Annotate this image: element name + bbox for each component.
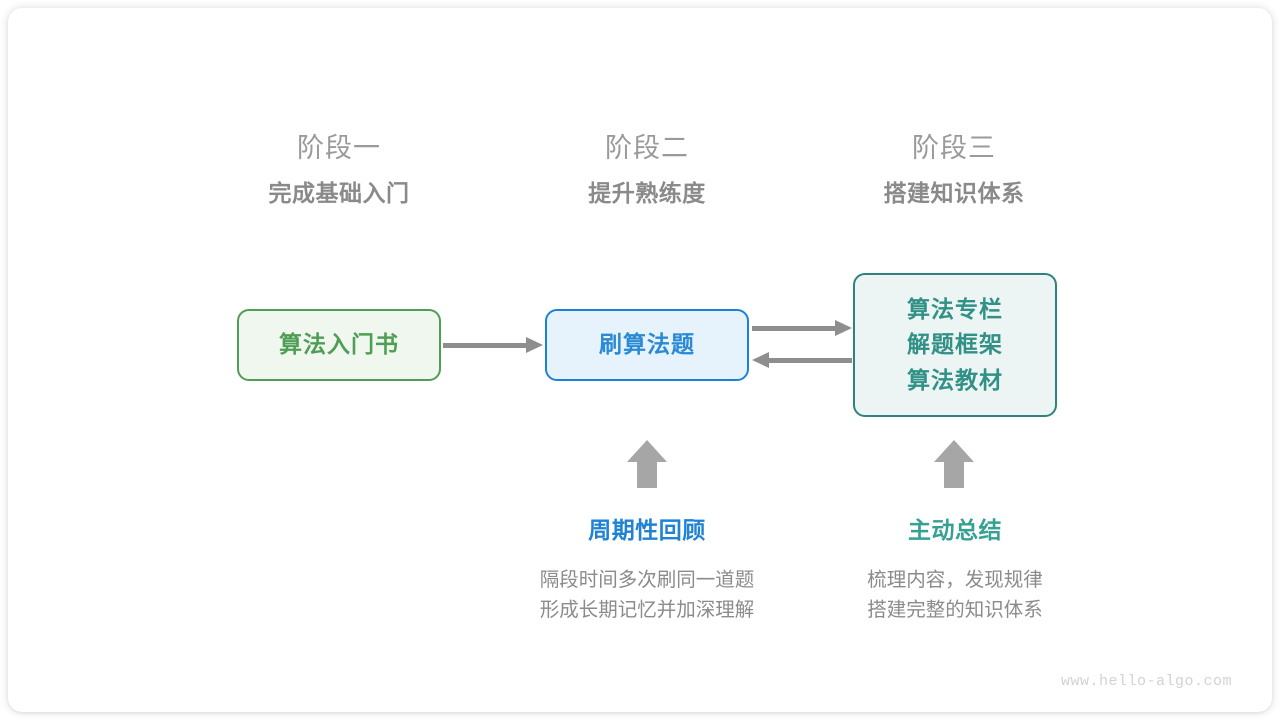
- note-description-line-2: 搭建完整的知识体系: [867, 598, 1043, 621]
- arrow-shaft: [637, 461, 657, 488]
- arrow-head: [627, 440, 667, 462]
- stage-title-1: 完成基础入门: [268, 180, 410, 206]
- arrow-head: [752, 352, 769, 368]
- note-periodic-review-description: 隔段时间多次刷同一道题 形成长期记忆并加深理解: [487, 566, 807, 625]
- stage-header-2: 阶段二 提升熟练度: [517, 135, 777, 205]
- note-description-line-2: 形成长期记忆并加深理解: [539, 598, 755, 621]
- arrow-head: [526, 337, 543, 353]
- note-periodic-review: 周期性回顾 隔段时间多次刷同一道题 形成长期记忆并加深理解: [487, 519, 807, 625]
- note-periodic-review-title: 周期性回顾: [588, 517, 706, 543]
- arrow-up-review-icon: [627, 440, 667, 488]
- note-active-summary: 主动总结 梳理内容，发现规律 搭建完整的知识体系: [795, 519, 1115, 625]
- arrow-shaft: [765, 358, 852, 363]
- node-practice-problems: 刷算法题: [545, 309, 749, 381]
- arrow-shaft: [752, 326, 839, 331]
- stage-name-1: 阶段一: [297, 133, 381, 163]
- note-description-line-1: 梳理内容，发现规律: [867, 569, 1043, 591]
- note-active-summary-description: 梳理内容，发现规律 搭建完整的知识体系: [795, 566, 1115, 625]
- node-algorithm-book-label: 算法入门书: [279, 331, 399, 358]
- node-knowledge-line-3: 算法教材: [907, 366, 1003, 393]
- note-active-summary-title: 主动总结: [908, 517, 1002, 543]
- arrow-up-summary-icon: [934, 440, 974, 488]
- stage-header-1: 阶段一 完成基础入门: [209, 135, 469, 205]
- arrow-shaft: [944, 461, 964, 488]
- arrow-left-knowledge-to-practice-icon: [752, 352, 852, 368]
- node-knowledge-line-1: 算法专栏: [907, 295, 1003, 322]
- node-practice-problems-label: 刷算法题: [599, 331, 695, 358]
- note-description-line-1: 隔段时间多次刷同一道题: [539, 569, 755, 591]
- node-knowledge-system: 算法专栏 解题框架 算法教材: [853, 273, 1057, 417]
- stage-title-2: 提升熟练度: [588, 180, 706, 206]
- stage-name-2: 阶段二: [605, 133, 689, 163]
- arrow-right-book-to-practice-icon: [443, 337, 543, 353]
- watermark: www.hello-algo.com: [1060, 673, 1232, 690]
- stage-header-3: 阶段三 搭建知识体系: [824, 135, 1084, 205]
- stage-title-3: 搭建知识体系: [883, 180, 1025, 206]
- arrow-shaft: [443, 343, 530, 348]
- arrow-head: [934, 440, 974, 462]
- arrow-head: [835, 320, 852, 336]
- diagram-canvas: 阶段一 完成基础入门 阶段二 提升熟练度 阶段三 搭建知识体系 算法入门书 刷算…: [8, 8, 1272, 712]
- node-algorithm-book: 算法入门书: [237, 309, 441, 381]
- arrow-right-practice-to-knowledge-icon: [752, 320, 852, 336]
- stage-name-3: 阶段三: [912, 133, 996, 163]
- node-knowledge-line-2: 解题框架: [907, 331, 1003, 358]
